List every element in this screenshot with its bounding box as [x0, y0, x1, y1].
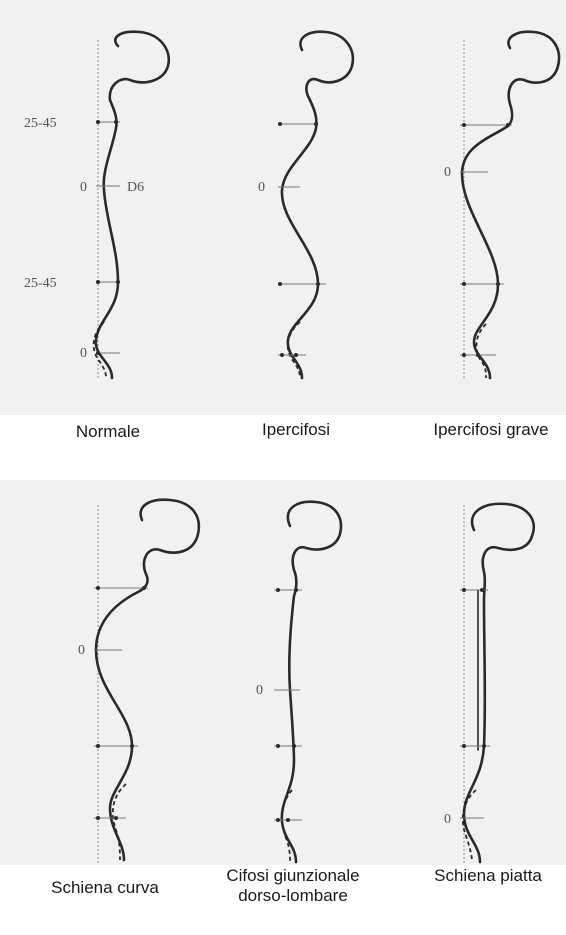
marker — [116, 280, 120, 284]
marker — [96, 120, 100, 124]
level-label-zero: 0 — [444, 165, 451, 180]
level-label-zero: 0 — [444, 812, 451, 827]
marker — [462, 353, 466, 357]
level-label-bottom: 0 — [80, 346, 87, 361]
level-label-upper: 25-45 — [24, 116, 57, 131]
marker — [476, 353, 480, 357]
marker — [462, 123, 466, 127]
marker — [294, 353, 298, 357]
marker — [294, 588, 298, 592]
level-label-zero: 0 — [78, 643, 85, 658]
marker — [142, 586, 146, 590]
marker — [96, 351, 100, 355]
marker — [462, 588, 466, 592]
caption-schiena-curva: Schiena curva — [30, 878, 180, 898]
caption-normale: Normale — [48, 422, 168, 442]
marker — [480, 588, 484, 592]
marker — [276, 588, 280, 592]
marker — [482, 744, 486, 748]
caption-ipercifosi-grave: Ipercifosi grave — [418, 420, 564, 440]
vertebra-label-d6: D6 — [127, 180, 144, 195]
caption-line: Cifosi giunzionale — [208, 866, 378, 886]
caption-ipercifosi: Ipercifosi — [236, 420, 356, 440]
marker — [496, 282, 500, 286]
marker — [280, 353, 284, 357]
caption-cifosi-giunzionale: Cifosi giunzionale dorso-lombare — [208, 866, 378, 906]
marker — [96, 816, 100, 820]
level-label-zero: 0 — [256, 683, 263, 698]
caption-line: dorso-lombare — [208, 886, 378, 906]
marker — [96, 586, 100, 590]
level-label-lower: 25-45 — [24, 276, 57, 291]
marker — [96, 280, 100, 284]
marker — [130, 744, 134, 748]
marker — [314, 122, 318, 126]
marker — [462, 282, 466, 286]
marker — [96, 744, 100, 748]
marker — [276, 744, 280, 748]
marker — [114, 816, 118, 820]
level-label-middle: 0 — [80, 180, 87, 195]
marker — [292, 744, 296, 748]
marker — [114, 120, 118, 124]
marker — [278, 122, 282, 126]
marker — [286, 818, 290, 822]
level-label-zero: 0 — [258, 180, 265, 195]
marker — [462, 744, 466, 748]
marker — [316, 282, 320, 286]
marker — [276, 818, 280, 822]
marker — [506, 123, 510, 127]
marker — [278, 282, 282, 286]
caption-schiena-piatta: Schiena piatta — [418, 866, 558, 886]
